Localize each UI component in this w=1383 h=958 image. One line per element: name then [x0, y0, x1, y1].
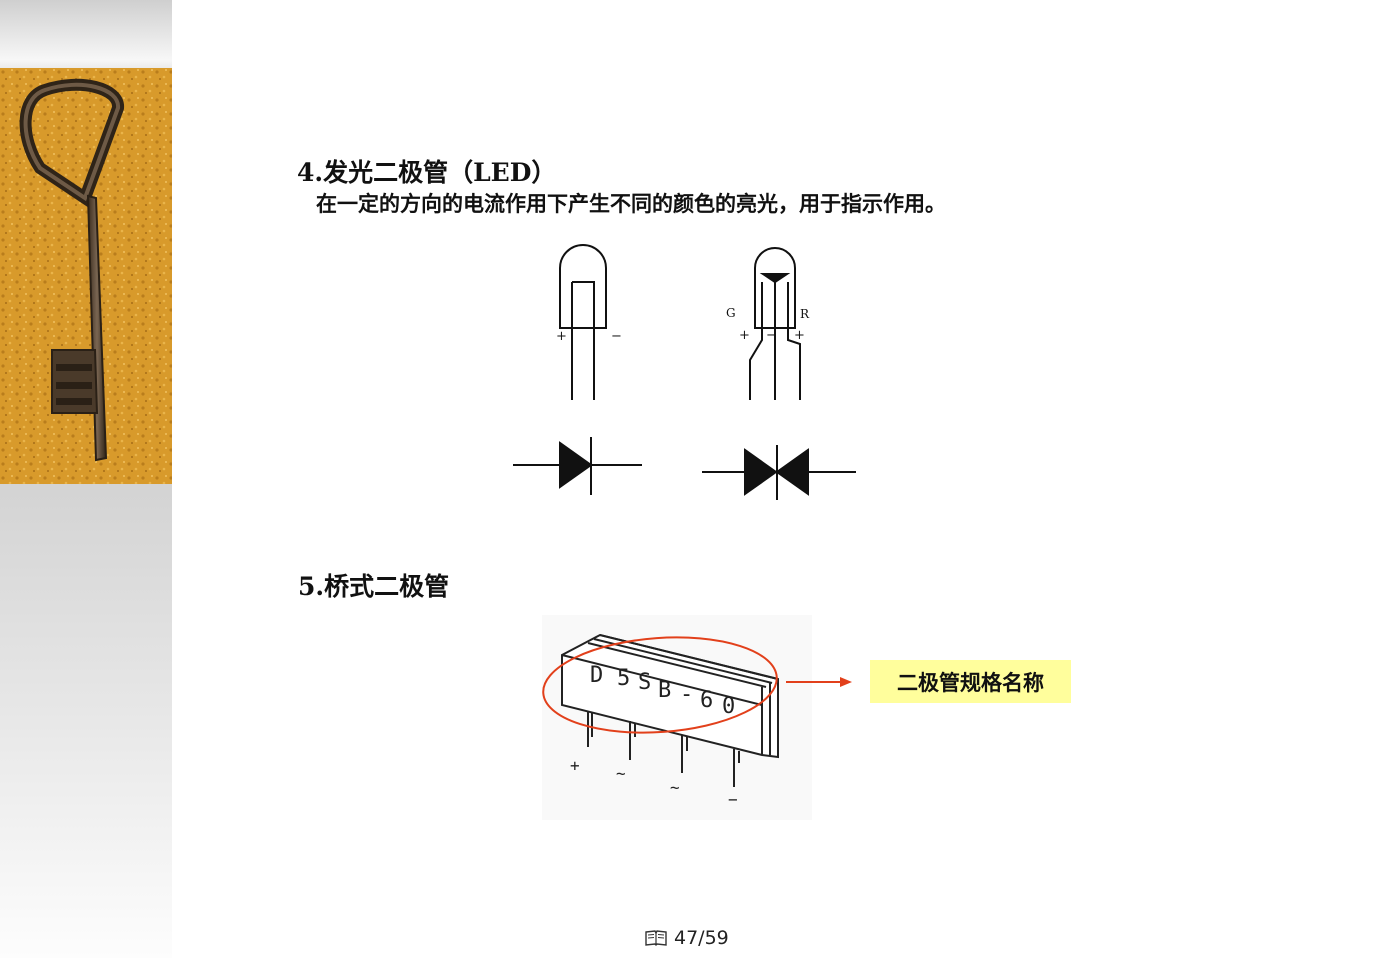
- part-code-char-5: -: [680, 682, 693, 707]
- pin-plus-label: +: [570, 756, 580, 775]
- book-icon[interactable]: [644, 929, 668, 947]
- section-4-title: 4.发光二极管（LED）: [297, 158, 557, 187]
- led-diagram: + − G R + − +: [513, 244, 856, 500]
- highlight-ellipse: [542, 636, 778, 734]
- dual-led-plus-right: +: [794, 328, 805, 343]
- sidebar-panel: [0, 0, 172, 958]
- single-led-body: [559, 244, 607, 329]
- part-code-char-6: 6: [700, 688, 713, 713]
- callout-arrow: [786, 677, 852, 687]
- dual-led-body: [754, 247, 796, 329]
- dual-led-g-label: G: [726, 306, 736, 320]
- dual-led-plus-left: +: [739, 328, 750, 343]
- single-led-minus: −: [611, 329, 622, 344]
- part-code-char-2: 5: [617, 666, 630, 691]
- bridge-rectifier-diagram: D 5 S B - 6 0 + ~ ~ −: [542, 615, 812, 820]
- part-code-char-7: 0: [722, 694, 735, 719]
- pin-ac-label-2: ~: [670, 778, 680, 797]
- pin-minus-label: −: [728, 790, 738, 809]
- section-5-title: 5.桥式二极管: [298, 572, 450, 601]
- page-indicator: 47/59: [674, 927, 729, 949]
- key-image: [0, 68, 172, 484]
- pin-ac-label-1: ~: [616, 764, 626, 783]
- bicolor-diode-symbol: [702, 445, 856, 500]
- part-code-char-4: B: [658, 678, 671, 703]
- spec-name-callout: 二极管规格名称: [870, 660, 1071, 703]
- callout-label: 二极管规格名称: [897, 669, 1044, 695]
- section-4-description: 在一定的方向的电流作用下产生不同的颜色的亮光，用于指示作用。: [316, 191, 946, 216]
- page-footer: 47/59: [644, 925, 729, 951]
- part-code-char-1: D: [590, 663, 603, 688]
- part-code-char-3: S: [638, 670, 651, 695]
- dual-led-minus: −: [766, 328, 777, 343]
- single-led-plus: +: [556, 329, 567, 344]
- diode-symbol: [513, 437, 642, 495]
- dual-led-r-label: R: [800, 307, 810, 321]
